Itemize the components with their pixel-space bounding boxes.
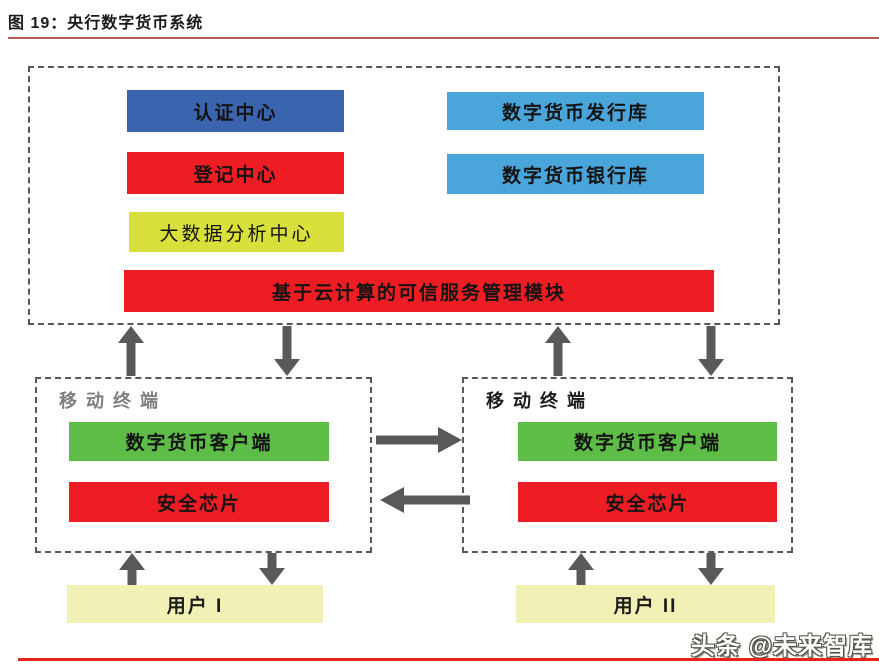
node-cloud-trust-module: 基于云计算的可信服务管理模块 — [124, 270, 714, 312]
arrow-system-to-terminal-right — [698, 326, 724, 376]
terminal-right-label: 移动终端 — [486, 391, 594, 411]
arrow-terminal-left-to-user1 — [259, 553, 285, 585]
node-registration-center: 登记中心 — [127, 152, 344, 194]
node-auth-center: 认证中心 — [127, 90, 344, 132]
arrow-system-to-terminal-left — [274, 326, 300, 376]
figure-title: 图 19：央行数字货币系统 — [8, 15, 204, 32]
node-issuance-vault: 数字货币发行库 — [447, 92, 704, 130]
terminal-left: 移动终端 数字货币客户端 安全芯片 — [35, 377, 372, 553]
arrow-terminal-left-to-right — [376, 427, 462, 453]
node-client-right: 数字货币客户端 — [518, 422, 777, 461]
terminal-right: 移动终端 数字货币客户端 安全芯片 — [462, 377, 793, 553]
title-underline — [8, 37, 879, 39]
user-box-1: 用户 I — [67, 585, 323, 623]
arrow-user1-to-terminal-left — [119, 553, 145, 585]
arrow-terminal-right-to-system — [545, 326, 571, 376]
node-chip-left: 安全芯片 — [69, 482, 329, 522]
terminal-left-label: 移动终端 — [59, 391, 167, 411]
arrow-terminal-right-to-left — [380, 487, 470, 513]
watermark-text: 头条 @未来智库 — [690, 633, 873, 660]
arrow-terminal-right-to-user2 — [698, 553, 724, 585]
arrow-terminal-left-to-system — [118, 326, 144, 376]
bottom-rule — [18, 658, 879, 661]
arrow-user2-to-terminal-right — [568, 553, 594, 585]
node-chip-right: 安全芯片 — [518, 482, 777, 522]
node-bigdata-center: 大数据分析中心 — [129, 212, 344, 252]
node-client-left: 数字货币客户端 — [69, 422, 329, 461]
system-boundary: 认证中心 数字货币发行库 登记中心 数字货币银行库 大数据分析中心 基于云计算的… — [28, 66, 780, 325]
user-box-2: 用户 II — [516, 585, 775, 623]
node-bank-vault: 数字货币银行库 — [447, 154, 704, 194]
